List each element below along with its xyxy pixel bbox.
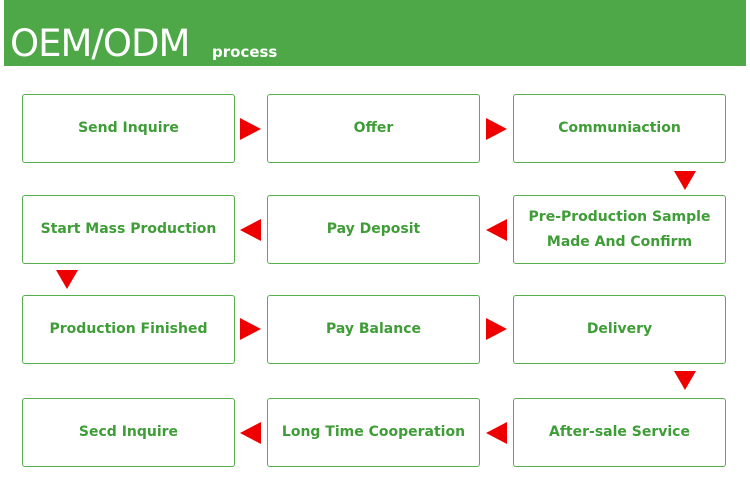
step-send-inquire: Send Inquire (22, 94, 235, 163)
arrow-down-icon (674, 371, 696, 390)
step-pre-production-sample: Pre-Production Sample Made And Confirm (513, 195, 726, 264)
header-banner: OEM/ODM process (4, 0, 746, 66)
step-communication: Communiaction (513, 94, 726, 163)
arrow-left-icon (486, 219, 507, 241)
arrow-left-icon (240, 422, 261, 444)
header-subtitle: process (212, 43, 278, 61)
step-delivery: Delivery (513, 295, 726, 364)
arrow-down-icon (56, 270, 78, 289)
step-offer: Offer (267, 94, 480, 163)
arrow-right-icon (486, 318, 507, 340)
step-start-mass-production: Start Mass Production (22, 195, 235, 264)
arrow-right-icon (240, 318, 261, 340)
step-secd-inquire: Secd Inquire (22, 398, 235, 467)
step-after-sale-service: After-sale Service (513, 398, 726, 467)
step-long-time-cooperation: Long Time Cooperation (267, 398, 480, 467)
arrow-left-icon (240, 219, 261, 241)
step-pay-deposit: Pay Deposit (267, 195, 480, 264)
step-pay-balance: Pay Balance (267, 295, 480, 364)
arrow-right-icon (240, 118, 261, 140)
step-production-finished: Production Finished (22, 295, 235, 364)
arrow-right-icon (486, 118, 507, 140)
header-title: OEM/ODM (10, 22, 190, 65)
arrow-left-icon (486, 422, 507, 444)
arrow-down-icon (674, 171, 696, 190)
